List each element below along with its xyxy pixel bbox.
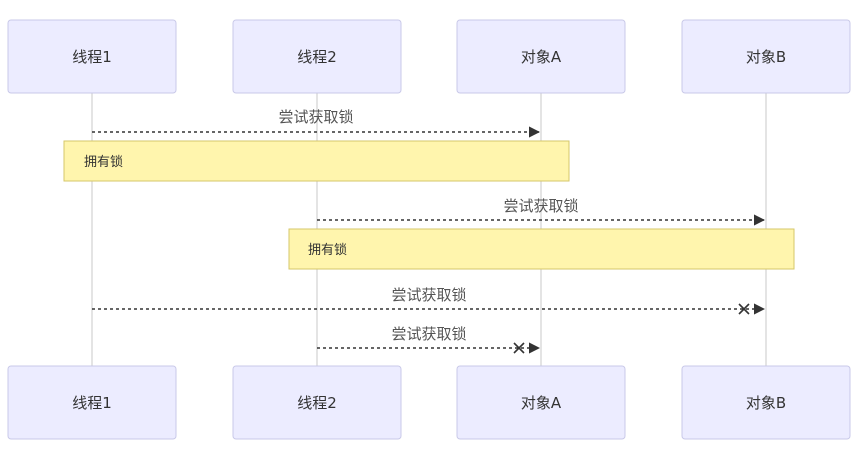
actor-top-object-a: 对象A <box>456 19 626 94</box>
message-label: 尝试获取锁 <box>391 286 466 304</box>
message-thread1-to-object-a: 尝试获取锁 <box>92 108 541 138</box>
actor-top-object-b: 对象B <box>681 19 851 94</box>
note-owns-lock-2: 拥有锁 <box>288 228 795 270</box>
actor-bottom-object-a: 对象A <box>456 365 626 440</box>
note-text: 拥有锁 <box>84 154 123 170</box>
message-thread2-to-object-b: 尝试获取锁 <box>317 197 766 226</box>
actor-label: 线程2 <box>297 394 337 412</box>
actor-label: 对象B <box>746 394 786 412</box>
actor-label: 线程1 <box>72 48 112 66</box>
actor-label: 线程1 <box>72 394 112 412</box>
message-label: 尝试获取锁 <box>278 108 353 126</box>
blocked-cross-icon <box>513 342 525 354</box>
note-owns-lock-1: 拥有锁 <box>63 140 570 182</box>
actor-label: 线程2 <box>297 48 337 66</box>
blocked-cross-icon <box>738 303 750 315</box>
actor-label: 对象A <box>521 394 562 412</box>
actor-bottom-thread-2: 线程2 <box>232 365 402 440</box>
message-thread2-to-object-a-blocked: 尝试获取锁 <box>317 325 541 354</box>
actor-bottom-object-b: 对象B <box>681 365 851 440</box>
actor-label: 对象B <box>746 48 786 66</box>
actor-bottom-thread-1: 线程1 <box>7 365 177 440</box>
message-thread1-to-object-b-blocked: 尝试获取锁 <box>92 286 766 315</box>
note-text: 拥有锁 <box>308 242 347 258</box>
actor-top-thread-1: 线程1 <box>7 19 177 94</box>
message-label: 尝试获取锁 <box>391 325 466 343</box>
actor-top-thread-2: 线程2 <box>232 19 402 94</box>
actor-label: 对象A <box>521 48 562 66</box>
message-label: 尝试获取锁 <box>503 197 578 215</box>
